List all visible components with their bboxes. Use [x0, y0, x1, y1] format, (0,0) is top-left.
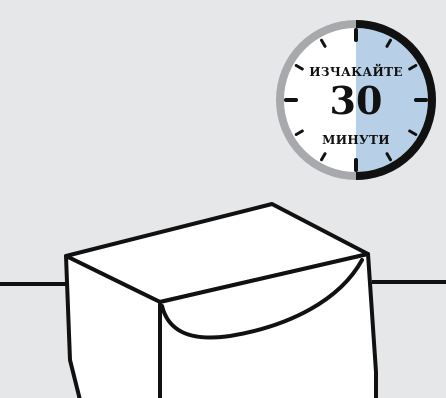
timer-tick: [294, 64, 304, 71]
timer-minutes: 30: [330, 78, 383, 123]
timer-tick: [408, 64, 418, 71]
timer-clock-icon: ИЗЧАКАЙТЕ 30 МИНУТИ: [276, 20, 436, 180]
timer-ring-elapsed: [355, 20, 436, 180]
timer-tick: [294, 129, 304, 136]
timer-label-top: ИЗЧАКАЙТЕ: [309, 63, 403, 79]
timer-tick: [408, 129, 418, 136]
timer-tick: [385, 152, 392, 162]
timer-label-bottom: МИНУТИ: [322, 133, 390, 147]
timer-tick: [320, 38, 327, 48]
timer-ticks: [284, 28, 428, 172]
timer-tick: [320, 152, 327, 162]
timer-tick: [385, 38, 392, 48]
dough-box-icon: [64, 202, 378, 398]
timer-elapsed-fill: [356, 28, 428, 172]
